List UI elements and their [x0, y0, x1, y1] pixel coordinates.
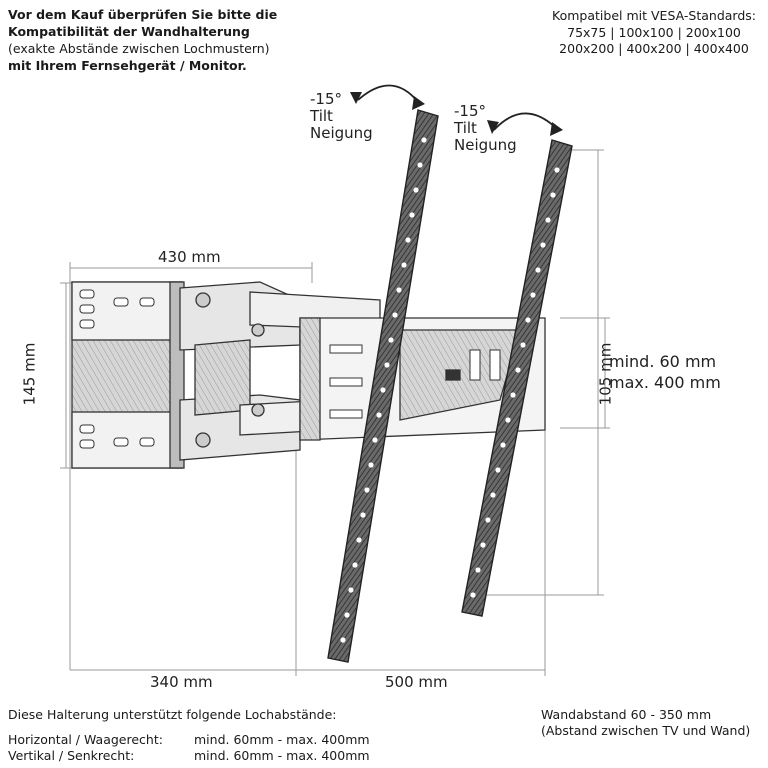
- dim-wall-plate-height: 145 mm: [20, 342, 39, 406]
- tilt-label-left: -15° Tilt Neigung: [310, 91, 373, 142]
- vesa-line-1: 75x75 | 100x100 | 200x100: [567, 24, 741, 40]
- vertical-row: Vertikal / Senkrecht: mind. 60mm - max. …: [8, 748, 370, 764]
- tilt-right-word2: Neigung: [454, 136, 517, 154]
- dim-wall-plate-width: 430 mm: [158, 248, 221, 266]
- tilt-arrow-right: [493, 112, 557, 131]
- dim-rail-max: max. 400 mm: [609, 373, 721, 392]
- dimension-lines: [60, 149, 610, 676]
- notice-line-1: Vor dem Kauf überprüfen Sie bitte die: [8, 7, 278, 22]
- horizontal-value: mind. 60mm - max. 400mm: [194, 732, 370, 747]
- horizontal-row: Horizontal / Waagerecht: mind. 60mm - ma…: [8, 732, 370, 748]
- notice-line-2: Kompatibilität der Wandhalterung: [8, 24, 250, 39]
- tilt-arrowhead-right-b: [550, 122, 563, 136]
- mount-arms: [179, 281, 381, 461]
- vesa-title: Kompatibel mit VESA-Standards:: [552, 8, 756, 23]
- dim-rail-min: mind. 60 mm: [609, 352, 717, 371]
- tilt-left-angle: -15°: [310, 90, 342, 108]
- tilt-left-word2: Neigung: [310, 124, 373, 142]
- adapter-plate: [299, 317, 546, 441]
- horizontal-label: Horizontal / Waagerecht:: [8, 732, 163, 747]
- wall-distance-info: Wandabstand 60 - 350 mm (Abstand zwische…: [541, 707, 750, 739]
- dim-rail-span: 500 mm: [385, 673, 448, 691]
- notice-line-4: mit Ihrem Fernsehgerät / Monitor.: [8, 58, 247, 73]
- dim-arm-depth: 340 mm: [150, 673, 213, 691]
- hole-spacing-intro: Diese Halterung unterstützt folgende Loc…: [8, 707, 337, 722]
- vesa-line-2: 200x200 | 400x200 | 400x400: [559, 41, 749, 56]
- tilt-right-angle: -15°: [454, 102, 486, 120]
- wall-distance-note: (Abstand zwischen TV und Wand): [541, 723, 751, 738]
- vertical-label: Vertikal / Senkrecht:: [8, 748, 135, 763]
- tv-rail-right: [461, 139, 573, 617]
- tilt-arrowhead-right-a: [487, 120, 499, 134]
- tilt-label-right: -15° Tilt Neigung: [454, 103, 517, 154]
- wall-plate: [71, 281, 185, 469]
- tilt-arrowhead-left-b: [412, 96, 425, 110]
- notice-line-3: (exakte Abstände zwischen Lochmustern): [8, 41, 270, 56]
- vesa-standards: Kompatibel mit VESA-Standards: 75x75 | 1…: [552, 8, 756, 58]
- tilt-right-word1: Tilt: [454, 119, 477, 137]
- tv-rail-left: [327, 109, 439, 663]
- wall-distance: Wandabstand 60 - 350 mm: [541, 707, 712, 722]
- compatibility-notice: Vor dem Kauf überprüfen Sie bitte die Ko…: [8, 6, 277, 74]
- vertical-value: mind. 60mm - max. 400mm: [194, 748, 370, 763]
- tilt-arrowhead-left-a: [350, 92, 362, 104]
- tilt-arrow-left: [357, 84, 419, 103]
- tilt-left-word1: Tilt: [310, 107, 333, 125]
- hole-spacing-info: Diese Halterung unterstützt folgende Loc…: [8, 707, 370, 764]
